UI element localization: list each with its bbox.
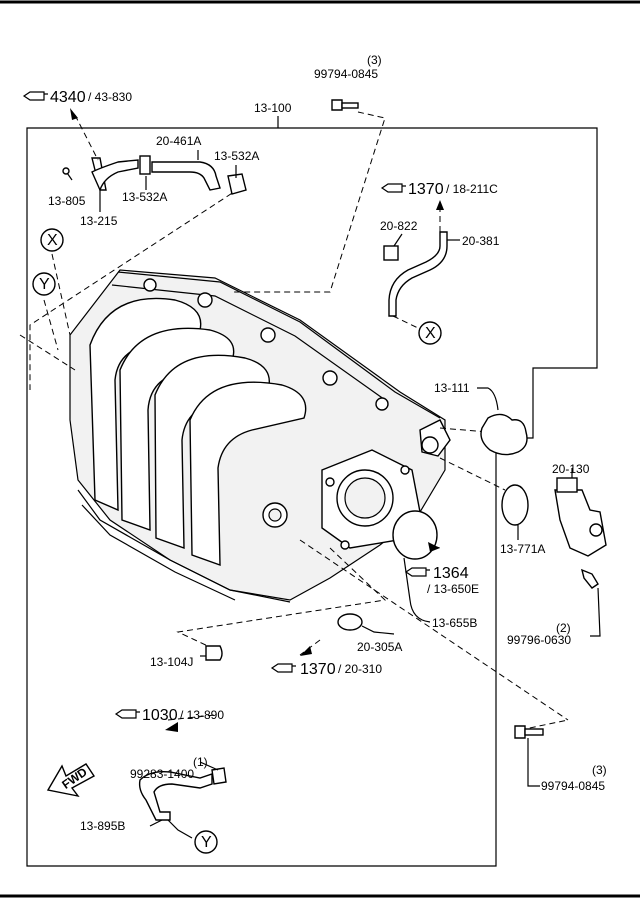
ref-1030: 1030 / 13-890 [114, 707, 224, 724]
pointing-hand-icon [270, 663, 296, 673]
label-13-895B: 13-895B [80, 819, 125, 833]
bolt-99794-0845-bottom [514, 725, 544, 787]
label-13-111: 13-111 [434, 381, 470, 395]
label-20-461A: 20-461A [156, 134, 201, 148]
label-20-822: 20-822 [380, 219, 418, 233]
label-13-771A: 13-771A [500, 542, 545, 556]
ref-number: 1370 [300, 661, 336, 678]
plug-13-104J [205, 645, 223, 661]
label-13-532A-b: 13-532A [122, 190, 167, 204]
label-qty-3-bottom: (3) [592, 763, 607, 777]
label-13-532A-a: 13-532A [214, 149, 259, 163]
dashed-leaders [19, 111, 569, 731]
ref-sub: / 13-890 [180, 708, 224, 722]
label-13-104J: 13-104J [150, 655, 193, 669]
label-99794-0845-bottom: 99794-0845 [541, 779, 605, 793]
pointing-hand-icon [114, 709, 140, 719]
pointing-hand-icon [380, 183, 406, 193]
arrow-1370-bottom [300, 646, 312, 656]
marker-x-label: X [47, 232, 58, 249]
water-hose-13-895B [138, 761, 227, 839]
gasket-13-655B [392, 510, 438, 560]
ref-number: 1030 [142, 707, 178, 724]
label-20-130: 20-130 [552, 462, 590, 476]
label-13-215: 13-215 [80, 214, 118, 228]
o-ring-13-771A [501, 484, 529, 526]
ref-1370-bottom: 1370 / 20-310 [270, 661, 382, 678]
pointing-hand-icon [404, 567, 430, 577]
marker-y-2: Y [194, 830, 218, 854]
gasket-20-305A [337, 613, 363, 631]
label-qty-3-top: (3) [367, 53, 382, 67]
arrow-1030 [165, 722, 178, 732]
ref-number: 1370 [408, 181, 444, 198]
ref-sub: / 43-830 [88, 90, 132, 104]
gasket-13-111 [480, 413, 528, 456]
label-qty-1: (1) [193, 755, 208, 769]
label-13-655B: 13-655B [432, 616, 477, 630]
ref-sub: / 13-650E [427, 582, 479, 596]
marker-y-1: Y [32, 272, 56, 296]
label-99796-0630: 99796-0630 [507, 633, 571, 647]
label-13-100: 13-100 [254, 101, 292, 115]
ref-number: 4340 [50, 89, 86, 106]
pcv-hose-assembly [62, 108, 247, 212]
ref-1370-top: 1370 / 18-211C [380, 181, 498, 198]
ref-number: 1364 [433, 565, 469, 582]
label-99794-0845-top: 99794-0845 [314, 67, 378, 81]
marker-x-1: X [40, 228, 64, 252]
intake-manifold [69, 269, 451, 603]
evap-hose [383, 231, 460, 329]
label-qty-2: (2) [556, 621, 571, 635]
marker-x-label: X [425, 325, 436, 342]
label-20-305A: 20-305A [357, 640, 402, 654]
ref-sub: / 18-211C [446, 182, 498, 196]
label-13-805: 13-805 [48, 194, 86, 208]
sensor-20-130 [554, 468, 607, 637]
pointing-hand-icon [22, 91, 48, 101]
arrow-1370-top [436, 200, 444, 210]
fwd-arrow: FWD [46, 763, 96, 798]
marker-x-2: X [418, 321, 442, 345]
marker-y-label: Y [39, 276, 50, 293]
label-99283-1400: 99283-1400 [130, 767, 194, 781]
arrow-1364 [428, 542, 440, 552]
marker-y-label: Y [201, 834, 212, 851]
ref-4340: 4340 / 43-830 [22, 89, 132, 106]
label-20-381: 20-381 [462, 234, 500, 248]
bolt-99794-0845-top [331, 99, 359, 111]
ref-1364: 1364 / 13-650E [404, 565, 479, 596]
ref-sub: / 20-310 [338, 662, 382, 676]
